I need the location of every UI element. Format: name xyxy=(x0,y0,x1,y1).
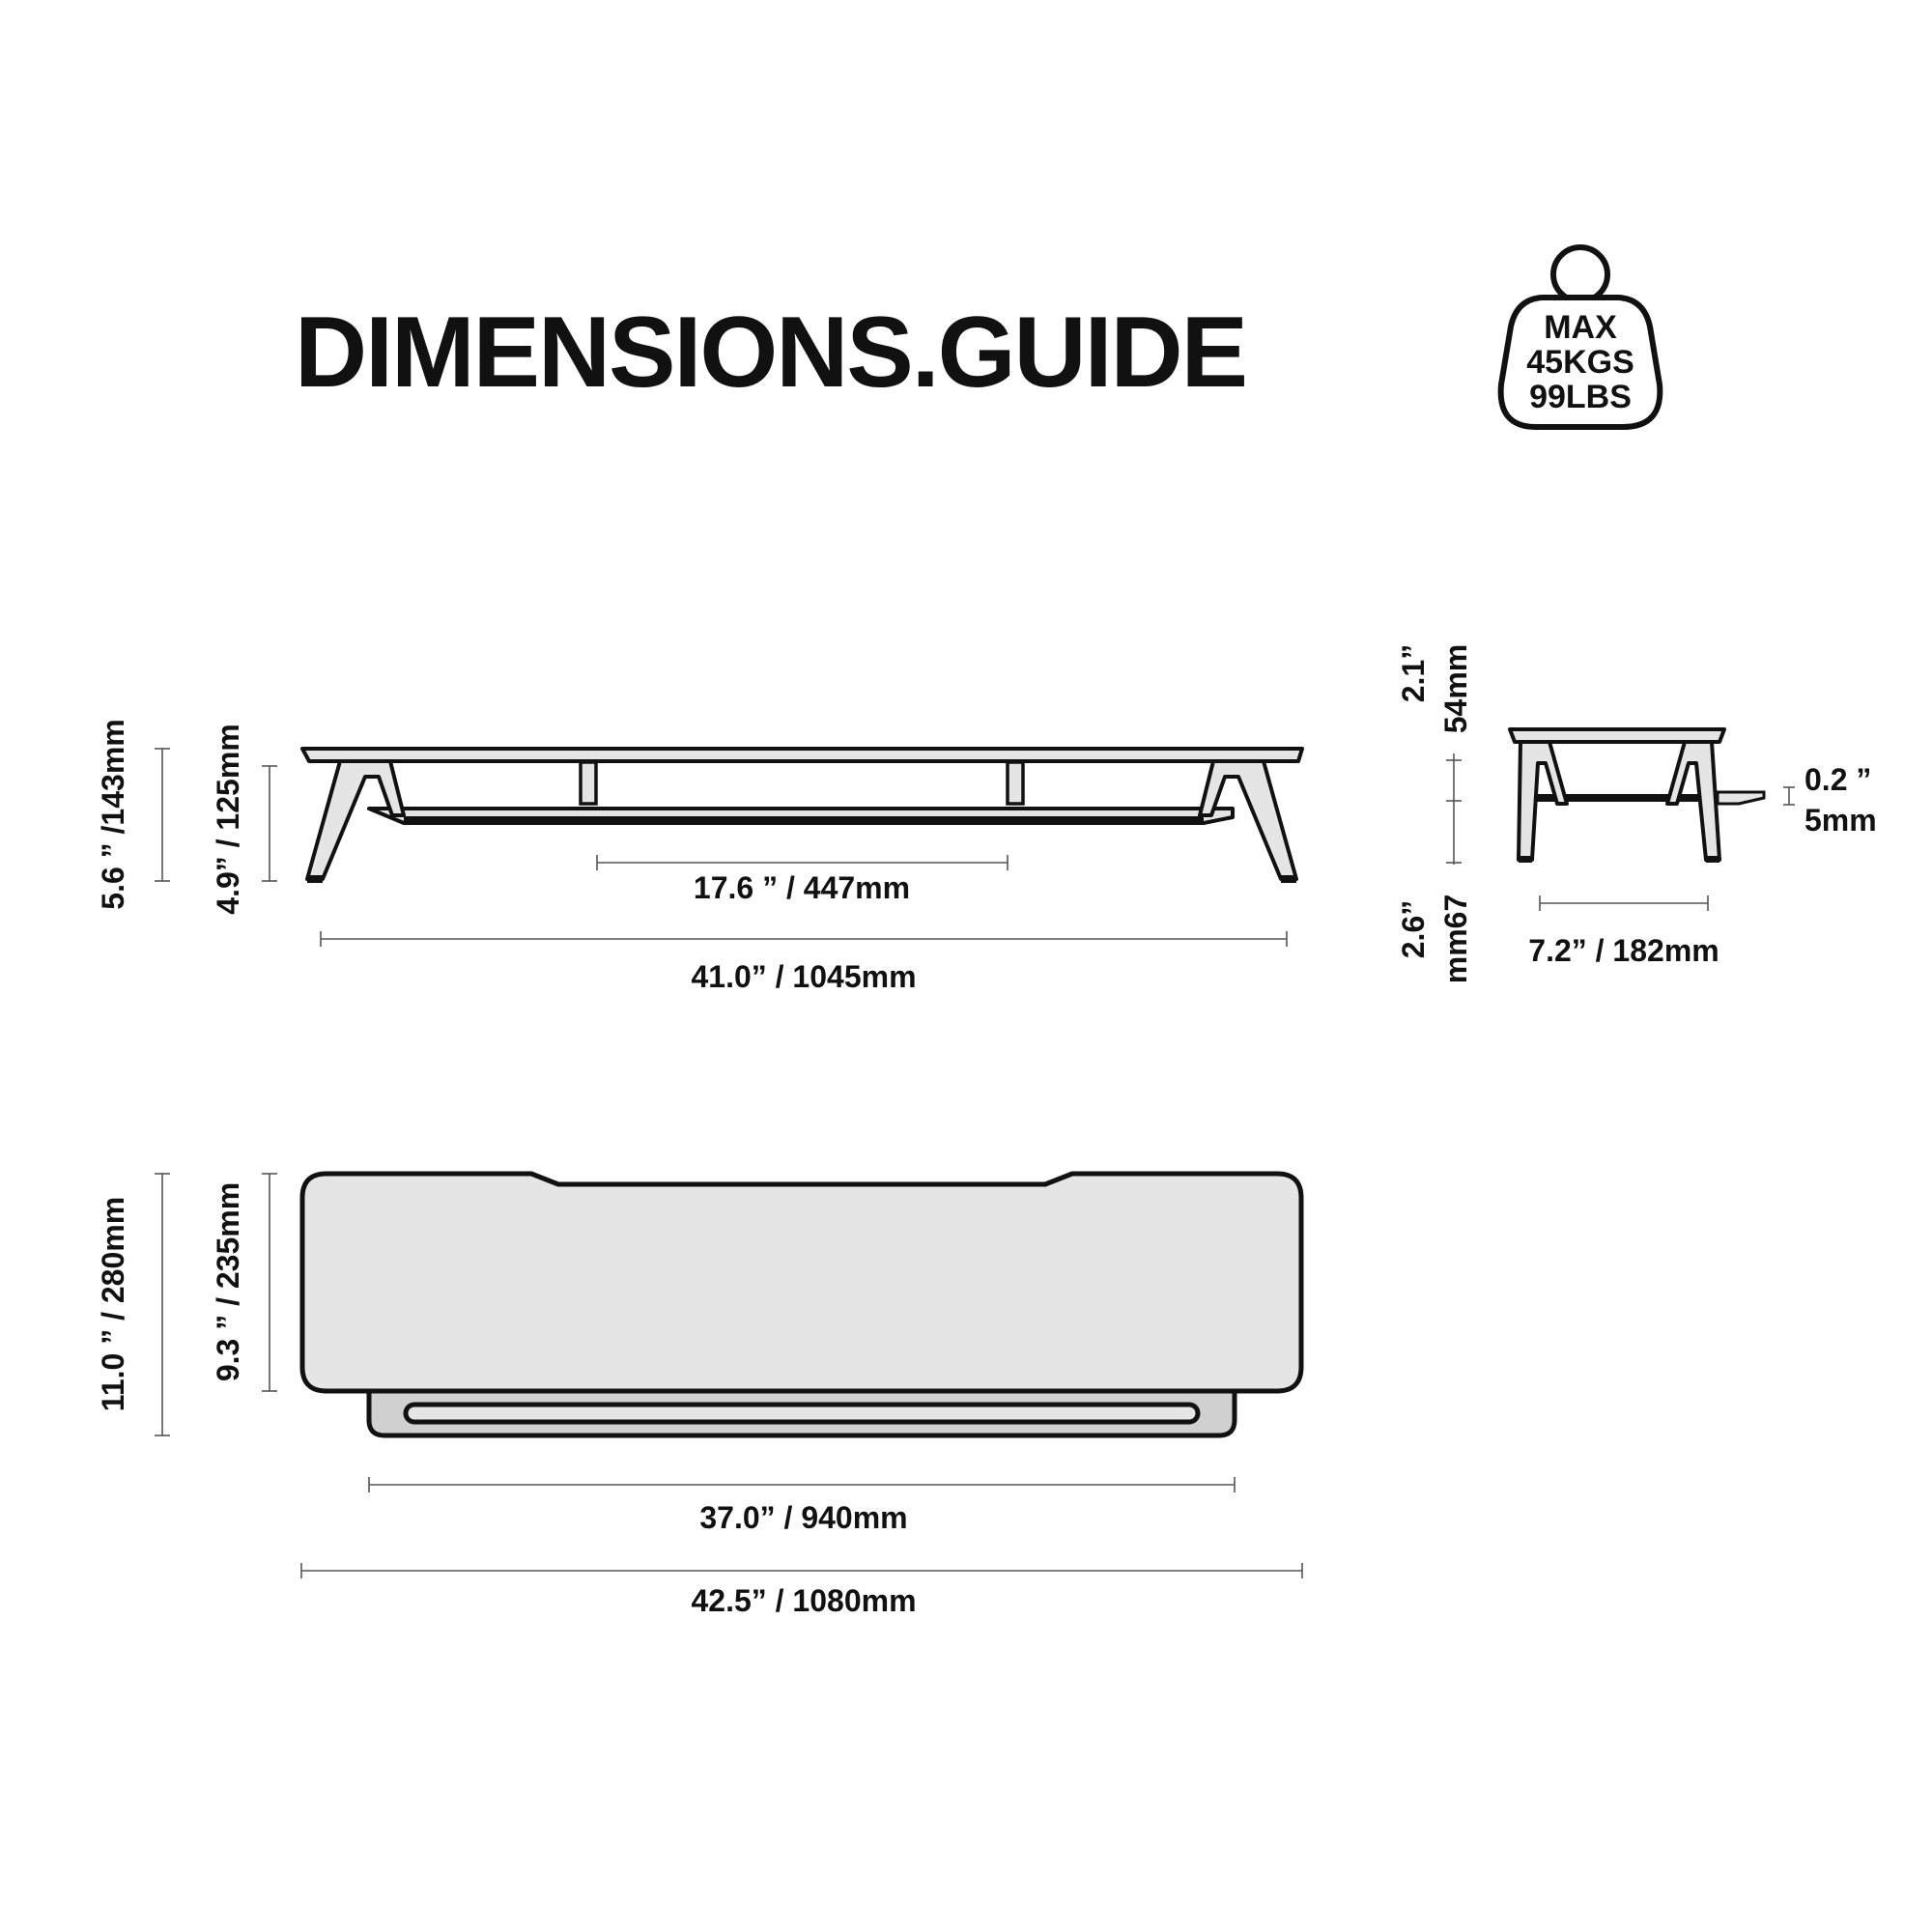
dimension-line-overall-height xyxy=(155,748,170,882)
max-load-badge: MAX 45KGS 99LBS xyxy=(1497,244,1663,430)
dimension-line-leg-height xyxy=(262,765,277,882)
front-view: 5.6 ” /143mm 4.9” / 125mm 17.6 ” / 447mm… xyxy=(96,719,1304,994)
dimension-line-top-overall-width xyxy=(300,1563,1303,1578)
top-view: 11.0 ” / 280mm 9.3 ” / 235mm 37.0” / 940… xyxy=(96,1171,1304,1618)
badge-line-lbs: 99LBS xyxy=(1529,379,1632,415)
label-overall-width: 41.0” / 1045mm xyxy=(691,959,916,994)
label-overall-height: 5.6 ” /143mm xyxy=(96,719,130,909)
label-side-leg-height-mm: mm67 xyxy=(1438,895,1473,984)
label-side-leg-height-in: 2.6” xyxy=(1396,900,1431,958)
side-view-drawing xyxy=(1508,727,1766,863)
dimension-line-side-height xyxy=(1446,753,1462,865)
label-top-overall-width: 42.5” / 1080mm xyxy=(691,1583,916,1618)
page-title: DIMENSIONS.GUIDE xyxy=(295,297,1246,409)
label-gap-in: 0.2 ” xyxy=(1804,762,1871,797)
dimension-line-drawer-width xyxy=(368,1477,1236,1492)
label-leg-height: 4.9” / 125mm xyxy=(211,724,245,914)
label-top-thickness-mm: 54mm xyxy=(1438,644,1473,734)
label-drawer-width: 37.0” / 940mm xyxy=(699,1500,907,1535)
badge-line-max: MAX xyxy=(1544,309,1617,346)
dimension-line-overall-width xyxy=(320,931,1288,947)
dimension-line-gap xyxy=(1783,786,1795,806)
top-view-drawing xyxy=(299,1171,1304,1438)
label-top-depth: 9.3 ” / 235mm xyxy=(211,1182,245,1381)
label-gap-mm: 5mm xyxy=(1804,803,1877,838)
dimension-line-depth xyxy=(1539,895,1709,911)
badge-line-kgs: 45KGS xyxy=(1526,344,1634,381)
dimension-line-top-overall-depth xyxy=(155,1173,170,1436)
weight-icon xyxy=(1497,244,1663,430)
label-top-overall-depth: 11.0 ” / 280mm xyxy=(96,1197,130,1411)
dimension-line-inner-span xyxy=(596,855,1009,870)
label-depth: 7.2” / 182mm xyxy=(1528,933,1719,968)
side-view: 2.1” 54mm 2.6” mm67 0.2 ” 5mm 7.2” / 182… xyxy=(1396,644,1877,984)
label-inner-span: 17.6 ” / 447mm xyxy=(694,870,910,905)
front-view-drawing xyxy=(300,747,1304,883)
label-top-thickness-in: 2.1” xyxy=(1396,644,1431,702)
dimension-line-top-depth xyxy=(262,1173,277,1392)
